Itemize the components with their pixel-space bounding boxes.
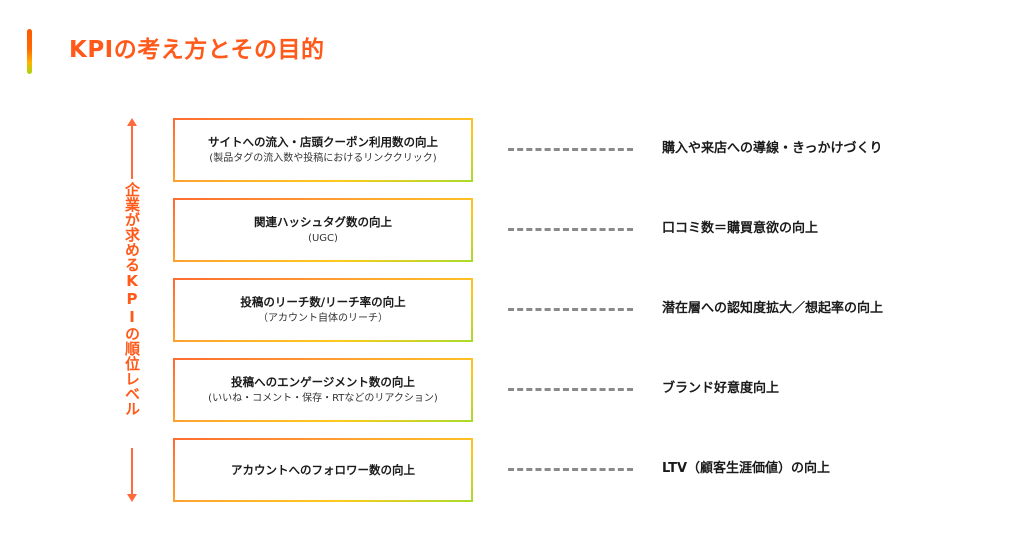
kpi-box: アカウントへのフォロワー数の向上 [173, 438, 473, 502]
kpi-title: サイトへの流入・店頭クーポン利用数の向上 [208, 135, 438, 149]
priority-axis: 企業が求めるKPIの順位レベル [117, 118, 147, 504]
kpi-row-2: 関連ハッシュタグ数の向上 (UGC) 口コミ数＝購買意欲の向上 [173, 198, 933, 262]
kpi-purpose: ブランド好意度向上 [662, 381, 780, 396]
kpi-row-4: 投稿へのエンゲージメント数の向上 (いいね・コメント・保存・RTなどのリアクショ… [173, 358, 933, 422]
kpi-purpose: 口コミ数＝購買意欲の向上 [662, 221, 819, 236]
axis-line-bottom [131, 448, 133, 496]
kpi-subtitle: (いいね・コメント・保存・RTなどのリアクション) [208, 393, 438, 404]
kpi-subtitle: (UGC) [308, 233, 338, 244]
page-title: KPIの考え方とその目的 [69, 37, 325, 63]
kpi-box: 投稿へのエンゲージメント数の向上 (いいね・コメント・保存・RTなどのリアクショ… [173, 358, 473, 422]
kpi-box: 関連ハッシュタグ数の向上 (UGC) [173, 198, 473, 262]
title-accent-bar [27, 29, 32, 74]
arrow-down-icon [127, 494, 137, 502]
dashed-connector [508, 308, 633, 311]
kpi-row-3: 投稿のリーチ数/リーチ率の向上 （アカウント自体のリーチ） 潜在層への認知度拡大… [173, 278, 933, 342]
dashed-connector [508, 468, 633, 471]
dashed-connector [508, 148, 633, 151]
axis-line-top [131, 126, 133, 179]
dashed-connector [508, 388, 633, 391]
kpi-purpose: 購入や来店への導線・きっかけづくり [662, 141, 883, 156]
kpi-title: 投稿へのエンゲージメント数の向上 [231, 375, 415, 389]
arrow-up-icon [127, 118, 137, 126]
kpi-row-5: アカウントへのフォロワー数の向上 LTV（顧客生涯価値）の向上 [173, 438, 933, 502]
kpi-title: アカウントへのフォロワー数の向上 [231, 462, 415, 477]
kpi-title: 関連ハッシュタグ数の向上 [254, 215, 392, 229]
kpi-purpose: LTV（顧客生涯価値）の向上 [662, 461, 831, 476]
dashed-connector [508, 228, 633, 231]
kpi-box: 投稿のリーチ数/リーチ率の向上 （アカウント自体のリーチ） [173, 278, 473, 342]
kpi-subtitle: （アカウント自体のリーチ） [258, 313, 388, 324]
kpi-subtitle: (製品タグの流入数や投稿におけるリンククリック) [209, 153, 437, 164]
kpi-row-1: サイトへの流入・店頭クーポン利用数の向上 (製品タグの流入数や投稿におけるリンク… [173, 118, 933, 182]
axis-label: 企業が求めるKPIの順位レベル [123, 182, 141, 416]
kpi-title: 投稿のリーチ数/リーチ率の向上 [240, 295, 406, 309]
kpi-box: サイトへの流入・店頭クーポン利用数の向上 (製品タグの流入数や投稿におけるリンク… [173, 118, 473, 182]
kpi-purpose: 潜在層への認知度拡大／想起率の向上 [662, 301, 884, 316]
